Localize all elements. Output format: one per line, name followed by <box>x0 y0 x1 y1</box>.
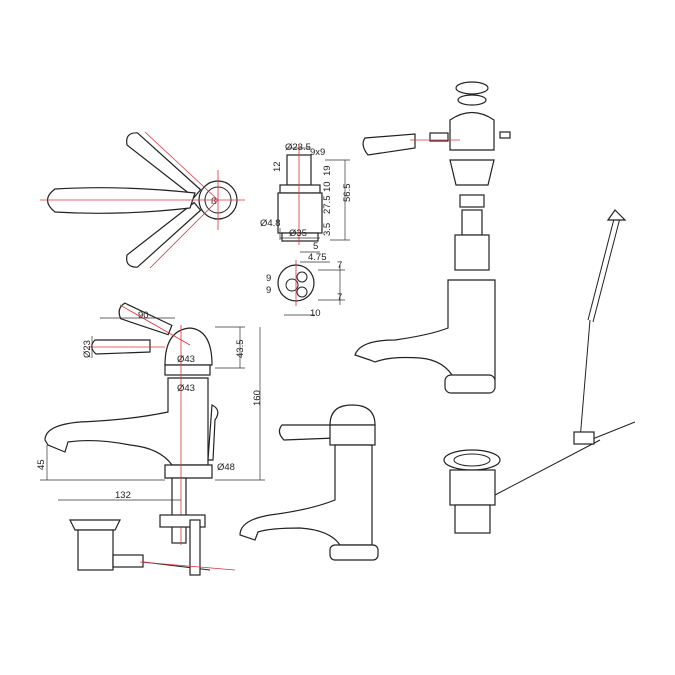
dim-base-dia: Ø48 <box>217 462 235 473</box>
dim-head-dia: Ø43 <box>177 354 195 365</box>
dim-cartridge-top-dia: Ø23.5 <box>285 142 311 153</box>
cartridge-side-view: Ø23.5 9x9 12 19 10 27.5 3.5 56.5 Ø4.8 Ø3… <box>260 142 353 245</box>
cartridge-bottom-view: 5 4.75 7 9 9 7 10 <box>266 241 345 319</box>
dim-lever-length: 90 <box>138 310 149 321</box>
dim-body-dia: Ø35 <box>289 228 307 239</box>
pop-up-waste-left <box>69 514 236 576</box>
dim-total-height: 160 <box>252 390 263 406</box>
pop-up-waste-right <box>443 209 636 534</box>
dim-lever-dia: Ø23 <box>82 340 93 358</box>
lever-top-view: ß <box>40 131 245 269</box>
dim-3-5: 3.5 <box>322 223 333 236</box>
logo-mark: ß <box>211 196 217 207</box>
dim-4-75: 4.75 <box>308 252 327 263</box>
dim-body-dia: Ø43 <box>177 383 195 394</box>
dim-spout-height: 45 <box>36 459 47 470</box>
dim-cartridge-height: 56.5 <box>342 184 353 203</box>
dim-27-5: 27.5 <box>322 196 333 215</box>
dim-5: 5 <box>313 241 318 252</box>
dim-spout-reach: 132 <box>115 490 131 501</box>
tap-exploded-view <box>354 81 511 394</box>
dim-19: 19 <box>322 165 333 176</box>
dim-7-top: 7 <box>337 260 342 271</box>
dim-10-width: 10 <box>310 308 321 319</box>
dim-square-drive: 9x9 <box>310 147 325 158</box>
dim-head-height: 43.5 <box>235 340 246 359</box>
dim-pin-dia: Ø4.8 <box>260 218 281 229</box>
dim-stem-height: 12 <box>272 161 283 172</box>
dim-9-top: 9 <box>266 273 271 284</box>
dim-7-bottom: 7 <box>337 292 342 303</box>
tap-front-view <box>239 404 379 561</box>
dim-9-bottom: 9 <box>266 285 271 296</box>
dim-10: 10 <box>322 181 333 192</box>
tap-dimensioned-view: 90 Ø23 Ø43 Ø43 43.5 160 45 132 Ø48 <box>36 302 265 545</box>
